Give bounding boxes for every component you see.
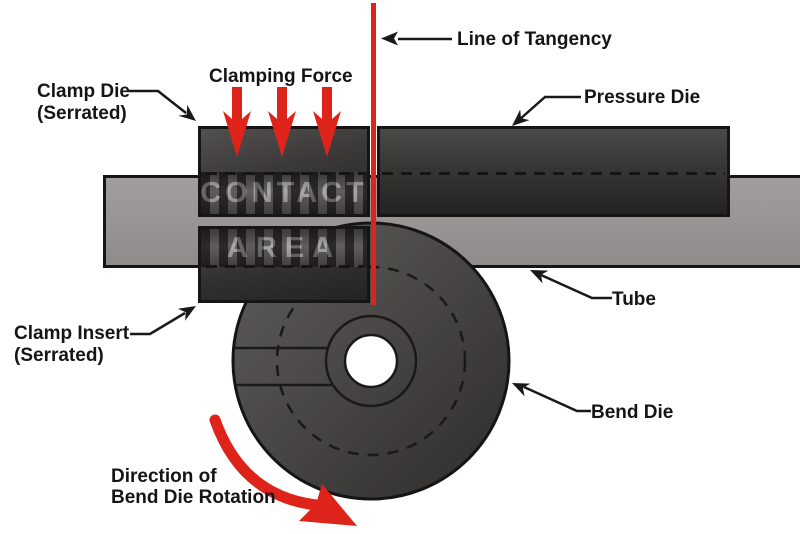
leader-clamp-insert xyxy=(130,311,186,336)
label-clamping-force: Clamping Force xyxy=(209,66,353,87)
leader-pressure-die xyxy=(518,95,581,121)
label-clamp-insert-line2: (Serrated) xyxy=(14,345,104,366)
arrowhead-clamp-insert xyxy=(177,306,196,321)
label-pressure-die: Pressure Die xyxy=(584,87,701,108)
arrowhead-tube xyxy=(530,270,549,284)
label-direction-line2: Bend Die Rotation xyxy=(111,487,276,508)
label-direction-of-rotation: Direction of Bend Die Rotation xyxy=(111,466,276,508)
label-clamp-die-line1: Clamp Die xyxy=(37,81,130,102)
pressure-die-block xyxy=(377,126,730,217)
label-line-of-tangency: Line of Tangency xyxy=(457,29,612,50)
label-clamp-die: Clamp Die (Serrated) xyxy=(37,81,130,125)
leader-tube xyxy=(540,273,612,300)
label-direction-line1: Direction of xyxy=(111,466,217,487)
arrowhead-clamp-die xyxy=(178,104,196,121)
clamp-die-serration: CONTACT xyxy=(201,172,367,214)
bend-die-groove-lines xyxy=(234,346,332,387)
down-arrow-icon xyxy=(313,87,341,157)
bend-die-center-hole xyxy=(343,333,399,389)
bend-die-hub-circle xyxy=(324,314,418,408)
label-tube: Tube xyxy=(612,289,656,310)
tangency-line xyxy=(371,3,376,305)
label-clamp-insert-line1: Clamp Insert xyxy=(14,323,130,344)
leader-arrowheads xyxy=(177,31,549,397)
down-arrow-icon xyxy=(268,87,296,157)
leader-clamp-die xyxy=(129,89,187,114)
rotation-arrow-icon xyxy=(209,414,357,526)
arrowhead-bend-die xyxy=(512,383,531,397)
leader-lines xyxy=(129,37,612,413)
label-clamp-insert: Clamp Insert (Serrated) xyxy=(14,323,129,367)
arrowhead-line-of-tangency xyxy=(381,31,398,46)
clamping-force-arrows xyxy=(223,87,341,157)
rotation-arrow-head xyxy=(299,484,357,526)
clamp-insert-block: AREA xyxy=(198,226,370,303)
leader-bend-die xyxy=(523,385,591,413)
label-bend-die: Bend Die xyxy=(591,402,674,423)
clamp-insert-hidden-tube-dash xyxy=(206,265,364,268)
clamp-die-hidden-tube-dash xyxy=(206,172,365,175)
pressure-die-hidden-tube-dash xyxy=(382,172,725,175)
down-arrow-icon xyxy=(223,87,251,157)
clamp-insert-serration: AREA xyxy=(201,229,367,267)
arrowhead-pressure-die xyxy=(512,109,530,126)
label-clamp-die-line2: (Serrated) xyxy=(37,103,127,124)
rotation-arrow-arc xyxy=(209,414,322,511)
